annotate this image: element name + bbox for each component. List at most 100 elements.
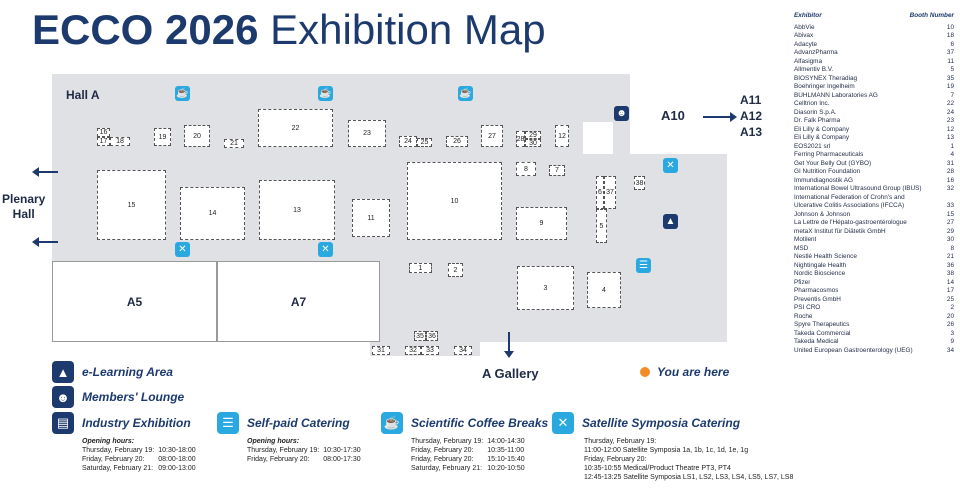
- exhibitor-row: Get Your Belly Out (GYBO) 31: [794, 160, 954, 169]
- booth-27[interactable]: 27: [481, 125, 503, 147]
- symposia-line: 11:00-12:00 Satellite Symposia 1a, 1b, 1…: [584, 447, 749, 454]
- exhibitor-booth: 10: [946, 23, 954, 31]
- exhibitor-booth: 18: [946, 32, 954, 39]
- booth-9[interactable]: 9: [516, 207, 567, 240]
- booth-13[interactable]: 13: [259, 180, 335, 240]
- booth-11[interactable]: 11: [352, 199, 390, 237]
- exhibitor-booth: 9: [950, 338, 954, 345]
- hours-time: 15:10-15:40: [487, 456, 525, 463]
- booth-26[interactable]: 26: [446, 136, 468, 147]
- hours-day: Friday, February 20:: [82, 456, 145, 463]
- coffee-cup-icon: ☕: [175, 86, 190, 101]
- booth-37[interactable]: 37: [604, 176, 616, 209]
- booth-25[interactable]: 25: [417, 138, 432, 147]
- booth-15[interactable]: 15: [97, 170, 166, 240]
- exhibitor-booth: 37: [946, 49, 954, 56]
- hours-day: Thursday, February 19:: [411, 438, 484, 445]
- booth-3[interactable]: 3: [517, 266, 574, 310]
- exhibitor-name: Abivax: [794, 32, 814, 39]
- booth-4[interactable]: 4: [587, 272, 621, 308]
- exhibitor-booth: 12: [946, 125, 954, 133]
- hours-time: 08:00-18:00: [158, 456, 196, 463]
- exhibitor-booth: 34: [946, 346, 954, 354]
- booth-5[interactable]: 5: [596, 209, 607, 243]
- exhibitor-name: EOS2021 srl: [794, 142, 831, 150]
- booth-24[interactable]: 24: [399, 136, 417, 147]
- booth-38[interactable]: 38: [634, 176, 645, 190]
- booth-31[interactable]: 31: [372, 346, 390, 355]
- exhibitor-name: Preventis GmbH: [794, 295, 841, 303]
- hours-day: Friday, February 20:: [411, 456, 474, 463]
- graduation-cap-icon: ▲: [52, 361, 74, 383]
- exhibitor-column-header: Exhibitor: [794, 12, 822, 19]
- self-paid-catering-icon: ☰: [217, 412, 239, 434]
- booth-10[interactable]: 10: [407, 162, 502, 240]
- booth-18[interactable]: 18: [110, 137, 130, 146]
- exhibitor-name: PSI CRO: [794, 304, 821, 311]
- opening-hours-label: Opening hours:: [247, 438, 300, 445]
- arrow-plenary-top: [32, 167, 58, 177]
- booth-2[interactable]: 2: [448, 263, 463, 277]
- booth-17[interactable]: 17: [97, 137, 110, 146]
- exhibitor-name: Celltrion Inc.: [794, 100, 830, 107]
- booth-20[interactable]: 20: [184, 125, 210, 147]
- booth-7[interactable]: 7: [549, 165, 565, 176]
- gallery-label: A Gallery: [482, 366, 539, 381]
- hours-day: Friday, February 20:: [411, 447, 474, 454]
- booth-34[interactable]: 34: [454, 346, 472, 355]
- exhibitor-name: Allmentiv B.V.: [794, 66, 834, 73]
- industry-hours: Opening hours: Thursday, February 19:10:…: [82, 437, 200, 473]
- booth-19[interactable]: 19: [154, 128, 171, 146]
- exhibitor-name: AdvanzPharma: [794, 49, 838, 56]
- booth-1[interactable]: 1: [409, 263, 432, 273]
- booth-29[interactable]: 29: [525, 131, 541, 139]
- exhibitor-booth: 31: [946, 159, 954, 167]
- booth-36[interactable]: 36: [426, 331, 438, 341]
- exhibitor-name: Get Your Belly Out (GYBO): [794, 159, 872, 167]
- booth-16[interactable]: 16: [97, 128, 110, 137]
- exhibitor-row: EOS2021 srl 1: [794, 143, 954, 152]
- hall-a5: A5: [52, 261, 217, 342]
- exhibitor-booth: 32: [946, 185, 954, 192]
- booth-32[interactable]: 32: [405, 346, 421, 355]
- booth-22[interactable]: 22: [258, 109, 333, 147]
- a10-label: A10: [661, 108, 685, 123]
- exhibitor-booth: 1: [950, 142, 954, 150]
- exhibitor-name: Nordic Bioscience: [794, 270, 846, 277]
- exhibitor-name: International Federation of Crohn's and: [794, 193, 905, 201]
- booth-28[interactable]: 28: [516, 131, 525, 147]
- booth-21[interactable]: 21: [224, 139, 244, 148]
- booth-12[interactable]: 12: [555, 125, 569, 147]
- exhibitor-name: Johnson & Johnson: [794, 210, 851, 218]
- exhibitor-name: metaX Institut für Diätetik GmbH: [794, 227, 886, 235]
- booth-8[interactable]: 8: [516, 162, 536, 176]
- page-title: ECCO 2026 Exhibition Map: [32, 6, 546, 53]
- booth-33[interactable]: 33: [421, 346, 439, 355]
- exhibitor-booth: 20: [946, 312, 954, 320]
- exhibitor-row: Ulcerative Colitis Associations (IFCCA)3…: [794, 202, 954, 211]
- legend-symposia-label: Satellite Symposia Catering: [582, 416, 741, 430]
- exhibitor-row: Diasorin S.p.A.24: [794, 109, 954, 118]
- exhibitor-booth: 26: [946, 321, 954, 328]
- exhibitor-name: Adacyte: [794, 40, 818, 48]
- hours-day: Saturday, February 21:: [411, 465, 483, 472]
- booth-14[interactable]: 14: [180, 187, 245, 240]
- opening-hours-label: Opening hours:: [82, 438, 135, 445]
- booth-30[interactable]: 30: [525, 139, 541, 147]
- booth-6[interactable]: 6: [596, 176, 604, 209]
- booth-23[interactable]: 23: [348, 120, 386, 147]
- catering-hours: Opening hours: Thursday, February 19:10:…: [247, 437, 365, 464]
- booth-35[interactable]: 35: [414, 331, 426, 341]
- hours-time: 10:35-11:00: [487, 447, 525, 454]
